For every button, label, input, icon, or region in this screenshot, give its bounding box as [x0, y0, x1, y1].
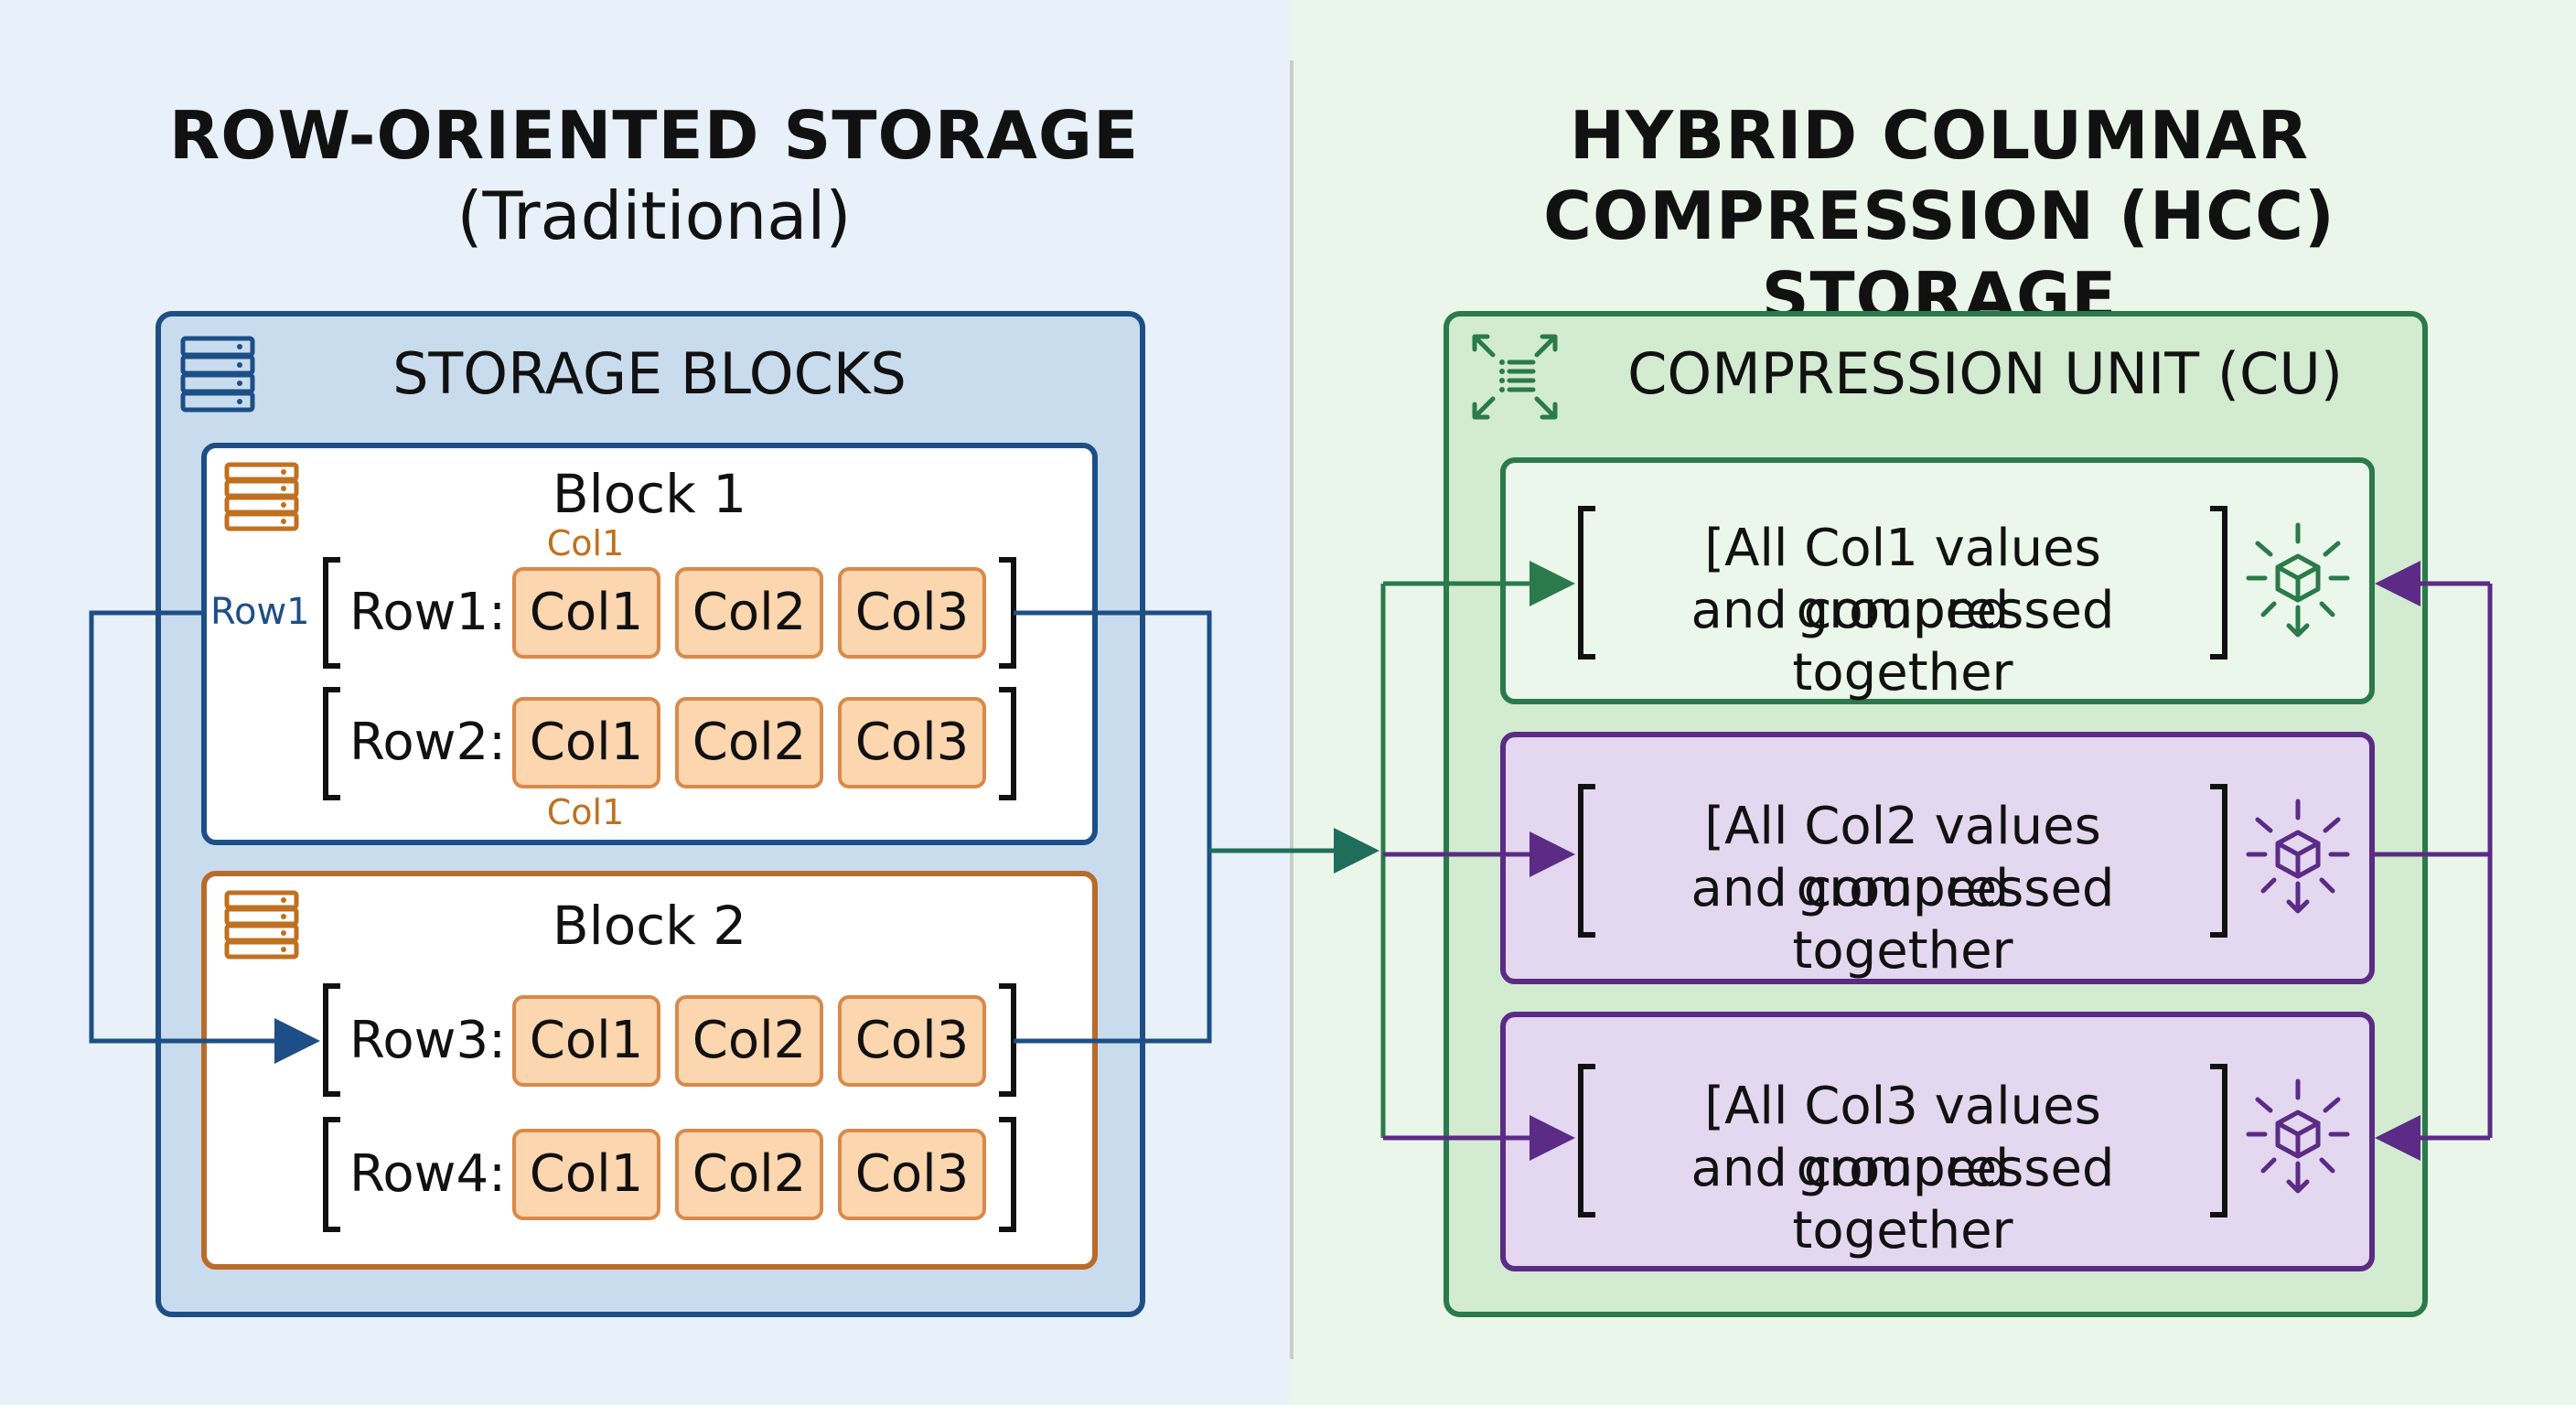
block-1-title: Block 1 — [552, 463, 747, 525]
cu-col3-line2: and compressed together — [1690, 1139, 2115, 1260]
cu-col2-line1: [All Col2 values grouped — [1704, 797, 2101, 918]
compress-cube-icon-1 — [2243, 521, 2353, 640]
col-label-top: Col1 — [546, 523, 625, 563]
cu-col2 — [1500, 732, 2375, 984]
cu-col1 — [1500, 457, 2375, 704]
panel-divider — [1290, 60, 1293, 1359]
cu-col1-line2: and compressed together — [1690, 581, 2115, 702]
storage-blocks-title: STORAGE BLOCKS — [392, 340, 907, 407]
cu-col1-line1: [All Col1 values grouped — [1704, 519, 2101, 640]
row1-col3-cell: Col3 — [838, 567, 986, 659]
row4-col1-cell: Col1 — [512, 1129, 660, 1220]
left-subtitle: (Traditional) — [456, 177, 852, 254]
row1-label: Row1: — [349, 583, 506, 642]
block-2-server-icon — [223, 889, 300, 966]
row3-col1-cell: Col1 — [512, 995, 660, 1087]
compress-cube-icon-2 — [2243, 798, 2353, 917]
row4-col2-cell: Col2 — [675, 1129, 823, 1220]
row4-col3-cell: Col3 — [838, 1129, 986, 1220]
row1-col1-cell: Col1 — [512, 567, 660, 659]
col-label-bottom: Col1 — [546, 792, 625, 832]
cu-col3-line1: [All Col3 values grouped — [1704, 1077, 2101, 1198]
cu-col2-line2: and compressed together — [1690, 859, 2115, 981]
row2-col1-cell: Col1 — [512, 697, 660, 788]
row2-col3-cell: Col3 — [838, 697, 986, 788]
cu-col3 — [1500, 1012, 2375, 1271]
row2-col2-cell: Col2 — [675, 697, 823, 788]
compression-unit-title: COMPRESSION UNIT (CU) — [1627, 340, 2343, 407]
row3-label: Row3: — [349, 1011, 506, 1070]
right-title-line1: HYBRID COLUMNAR — [1569, 97, 2310, 174]
block-1-server-icon — [223, 461, 300, 538]
server-rack-icon — [179, 335, 256, 417]
compress-arrows-icon — [1467, 329, 1562, 424]
row3-col2-cell: Col2 — [675, 995, 823, 1087]
row1-side-label: Row1 — [210, 591, 310, 633]
row4-label: Row4: — [349, 1144, 506, 1204]
row2-label: Row2: — [349, 713, 506, 772]
left-title: ROW-ORIENTED STORAGE — [168, 97, 1140, 174]
compress-cube-icon-3 — [2243, 1078, 2353, 1196]
block-2-title: Block 2 — [552, 895, 747, 957]
row3-col3-cell: Col3 — [838, 995, 986, 1087]
row1-col2-cell: Col2 — [675, 567, 823, 659]
